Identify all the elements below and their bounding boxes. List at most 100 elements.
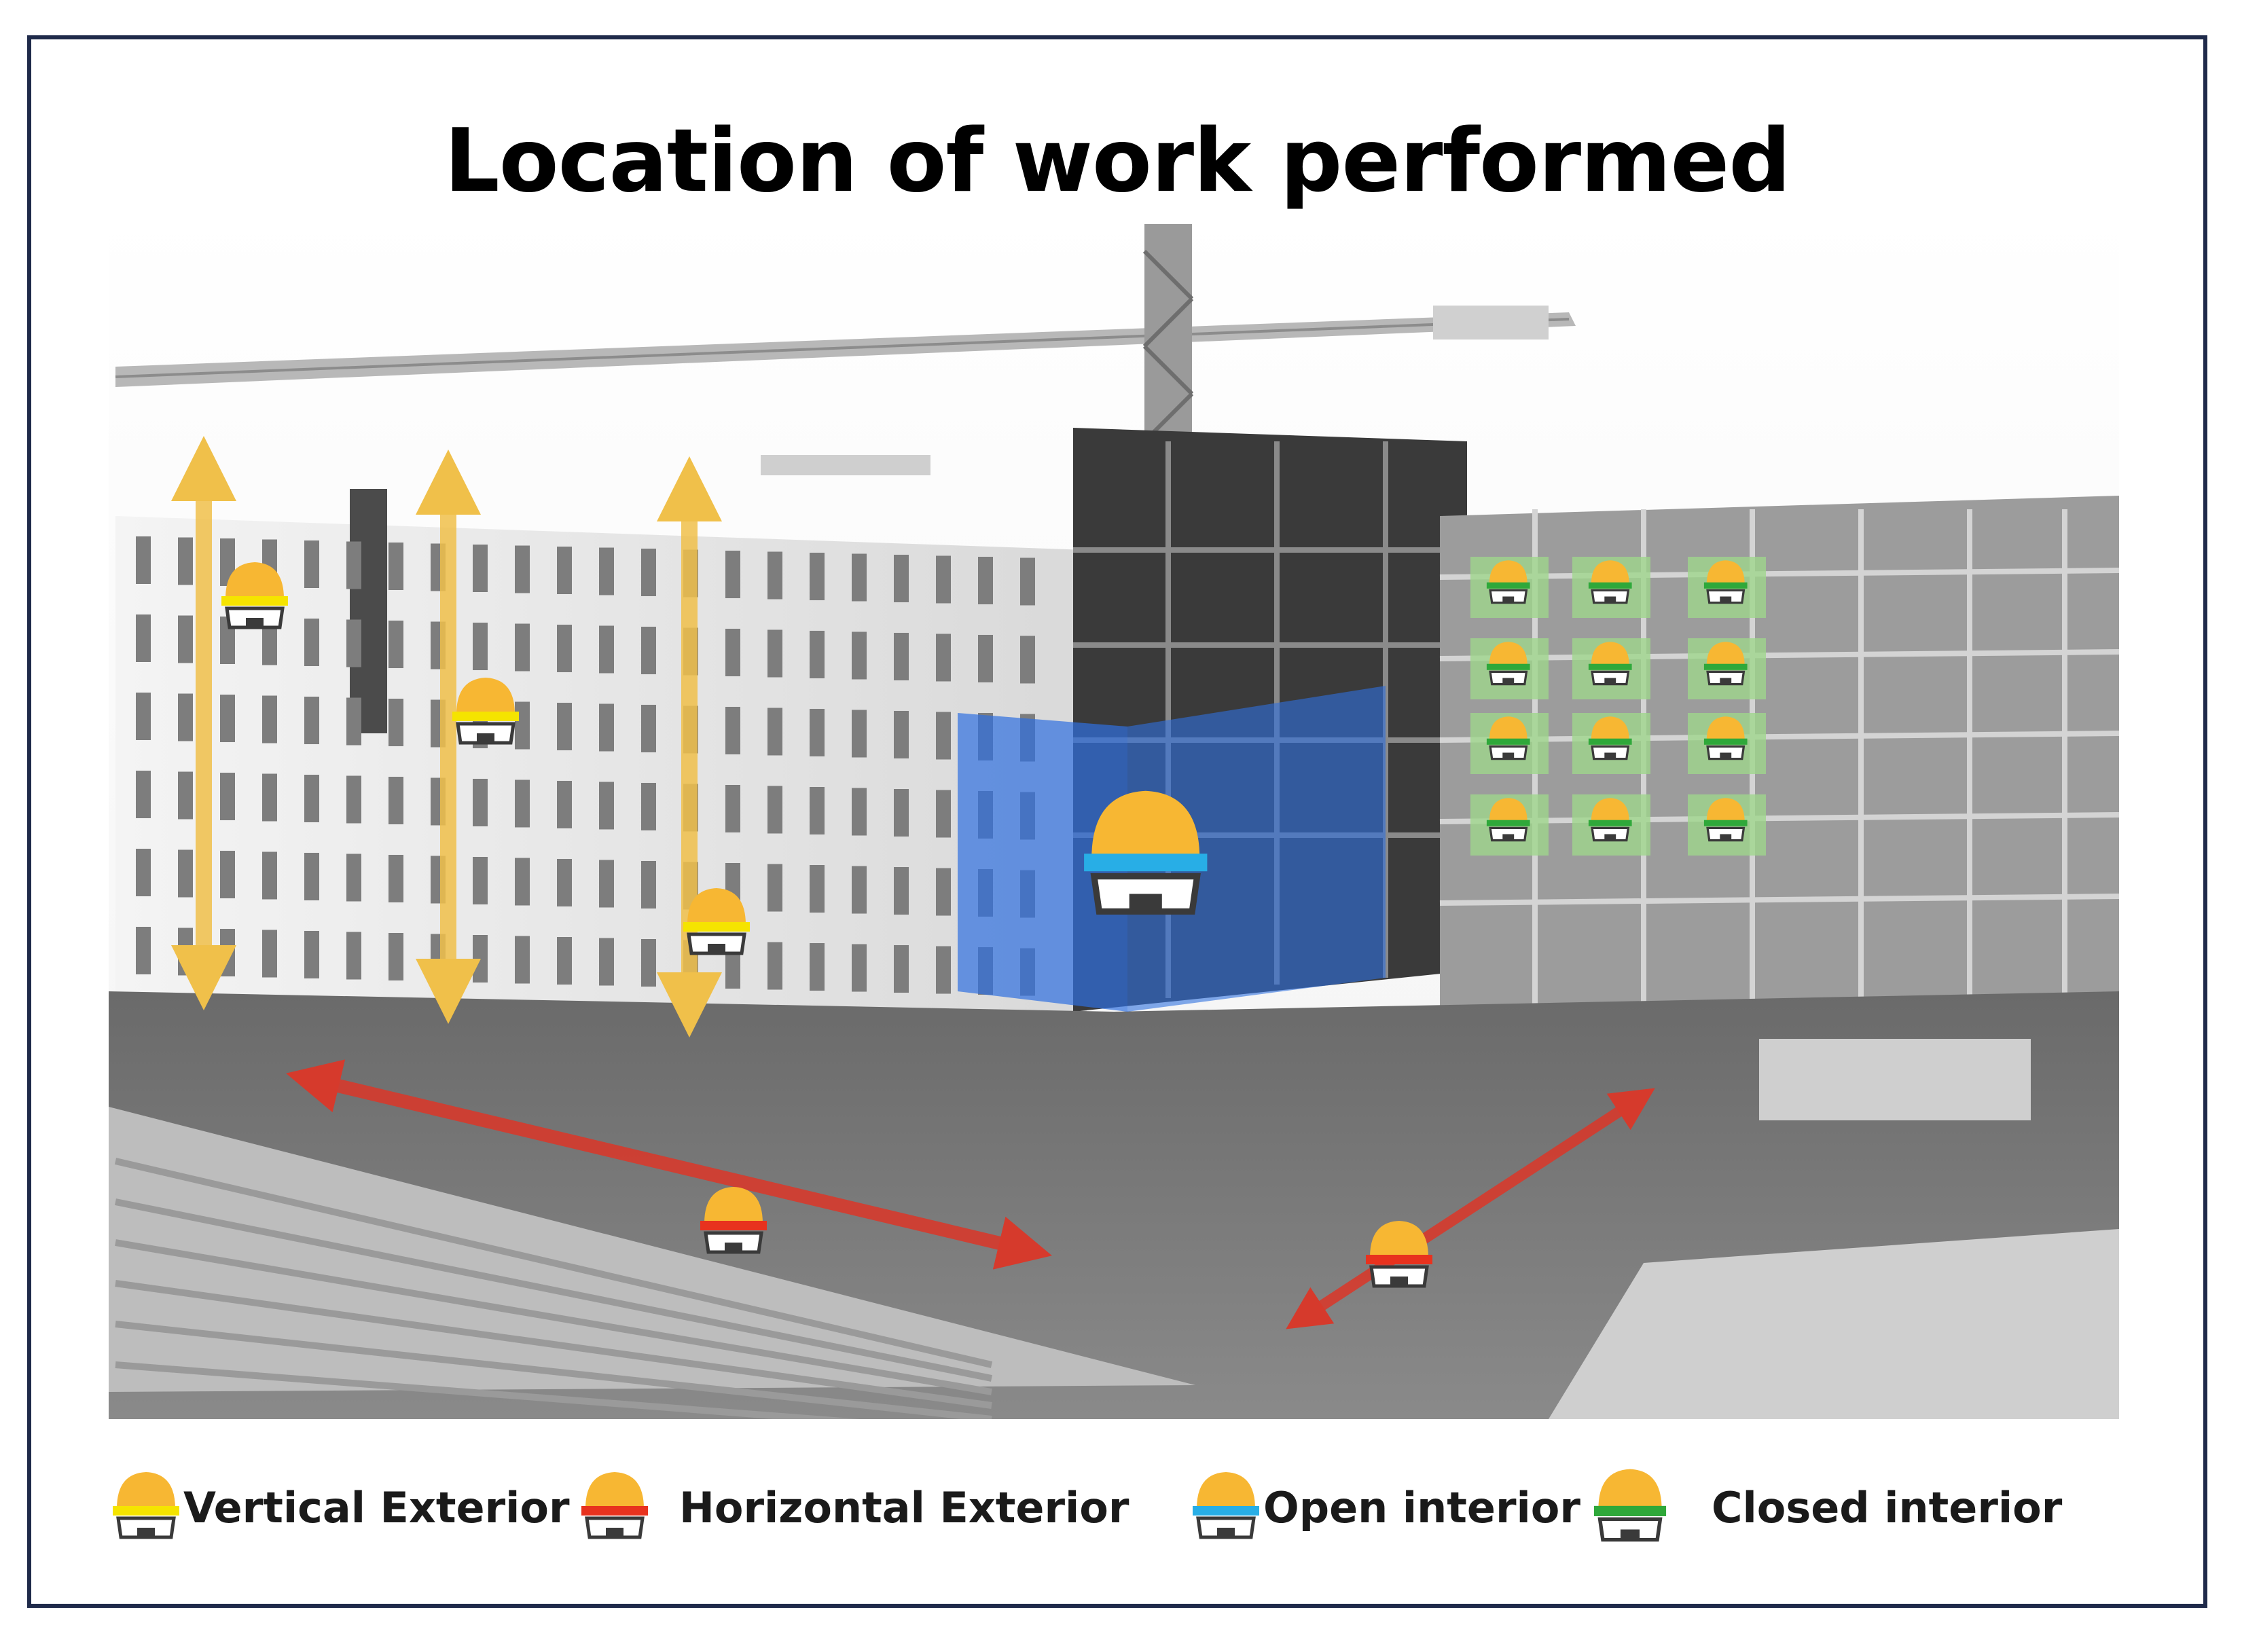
window	[473, 779, 488, 826]
window	[767, 864, 782, 912]
horizontal-arrow	[286, 1059, 1052, 1270]
window	[599, 547, 614, 595]
road-stripe	[115, 1361, 861, 1419]
window	[304, 697, 319, 744]
helmet-green-band-icon	[1703, 716, 1748, 760]
window	[810, 553, 825, 600]
ground	[109, 991, 2119, 1419]
window	[936, 634, 951, 682]
window	[767, 786, 782, 834]
window	[894, 633, 909, 680]
legend-item-open-interior: Open interior	[1189, 1460, 1580, 1555]
window	[725, 707, 740, 754]
window	[346, 932, 361, 980]
window	[936, 868, 951, 916]
window	[894, 555, 909, 602]
window	[936, 946, 951, 994]
window	[767, 629, 782, 678]
legend-item-vertical-exterior: Vertical Exterior	[109, 1460, 570, 1555]
horizontal-exterior-arrows	[286, 1059, 1655, 1329]
helmet-green-band-icon	[1588, 716, 1632, 760]
window	[852, 553, 867, 602]
window	[936, 555, 951, 604]
window	[599, 782, 614, 830]
window	[725, 785, 740, 832]
window	[304, 931, 319, 978]
helmet-yellow-band-icon	[113, 1472, 179, 1539]
floor-line	[1439, 812, 2119, 824]
window	[557, 547, 572, 594]
window	[262, 617, 277, 665]
window	[515, 936, 530, 984]
window	[767, 551, 782, 600]
legend-item-closed-interior: Closed interior	[1589, 1460, 2062, 1555]
window	[557, 859, 572, 906]
helmet-green-band-icon	[1486, 560, 1530, 604]
legend-label: Vertical Exterior	[183, 1482, 570, 1532]
window	[894, 789, 909, 837]
road-stripe	[115, 1239, 992, 1395]
window	[220, 695, 235, 742]
floor-line	[1439, 649, 2119, 661]
helmet-green-band-icon	[1486, 798, 1530, 842]
window	[178, 771, 193, 820]
window	[136, 927, 151, 974]
legend: Vertical Exterior Horizontal Exterior Op…	[109, 1460, 2119, 1555]
window	[178, 928, 193, 976]
helmet-green-band-icon	[1486, 716, 1530, 760]
window	[346, 541, 361, 589]
window	[473, 857, 488, 904]
window	[936, 712, 951, 760]
legend-label: Horizontal Exterior	[679, 1482, 1129, 1532]
window	[810, 787, 825, 834]
helmet-green-band-icon	[1703, 798, 1748, 842]
window	[304, 540, 319, 588]
window	[810, 943, 825, 991]
window	[388, 933, 403, 980]
window	[852, 710, 867, 758]
window	[388, 543, 403, 590]
window	[894, 867, 909, 915]
window	[515, 623, 530, 672]
window	[557, 937, 572, 985]
window	[388, 777, 403, 824]
window	[599, 938, 614, 986]
helmet-green-band-icon	[1703, 642, 1748, 686]
helmet-blue-band-icon	[1084, 790, 1208, 915]
window	[978, 557, 993, 604]
window	[388, 699, 403, 746]
window	[304, 775, 319, 822]
horizontal-arrow	[1286, 1088, 1655, 1329]
window	[978, 635, 993, 682]
helmet-green-band-icon	[1588, 798, 1632, 842]
window	[557, 625, 572, 672]
window	[388, 621, 403, 668]
window	[178, 693, 193, 741]
helmet-yellow-band-icon	[452, 678, 519, 745]
window	[894, 945, 909, 993]
window	[810, 709, 825, 756]
legend-label: Closed interior	[1712, 1482, 2063, 1532]
window	[641, 705, 656, 752]
window	[388, 855, 403, 902]
window	[810, 865, 825, 913]
road-stripe	[115, 1321, 992, 1419]
window	[641, 783, 656, 830]
window	[473, 935, 488, 983]
window	[641, 627, 656, 674]
helmet-yellow-band-icon	[221, 562, 288, 629]
window	[262, 695, 277, 744]
window	[599, 703, 614, 752]
crane	[115, 224, 1576, 577]
helmet-green-band-icon	[1588, 642, 1632, 686]
figure-title: Location of work performed	[444, 111, 1791, 212]
window	[1020, 557, 1035, 606]
window	[178, 615, 193, 663]
window	[599, 625, 614, 674]
helmet-green-band-icon	[1703, 560, 1748, 604]
open-interior-zone	[958, 686, 1386, 1012]
window	[262, 851, 277, 900]
worker-helmets	[221, 560, 1748, 1288]
window	[852, 866, 867, 914]
window	[346, 619, 361, 667]
